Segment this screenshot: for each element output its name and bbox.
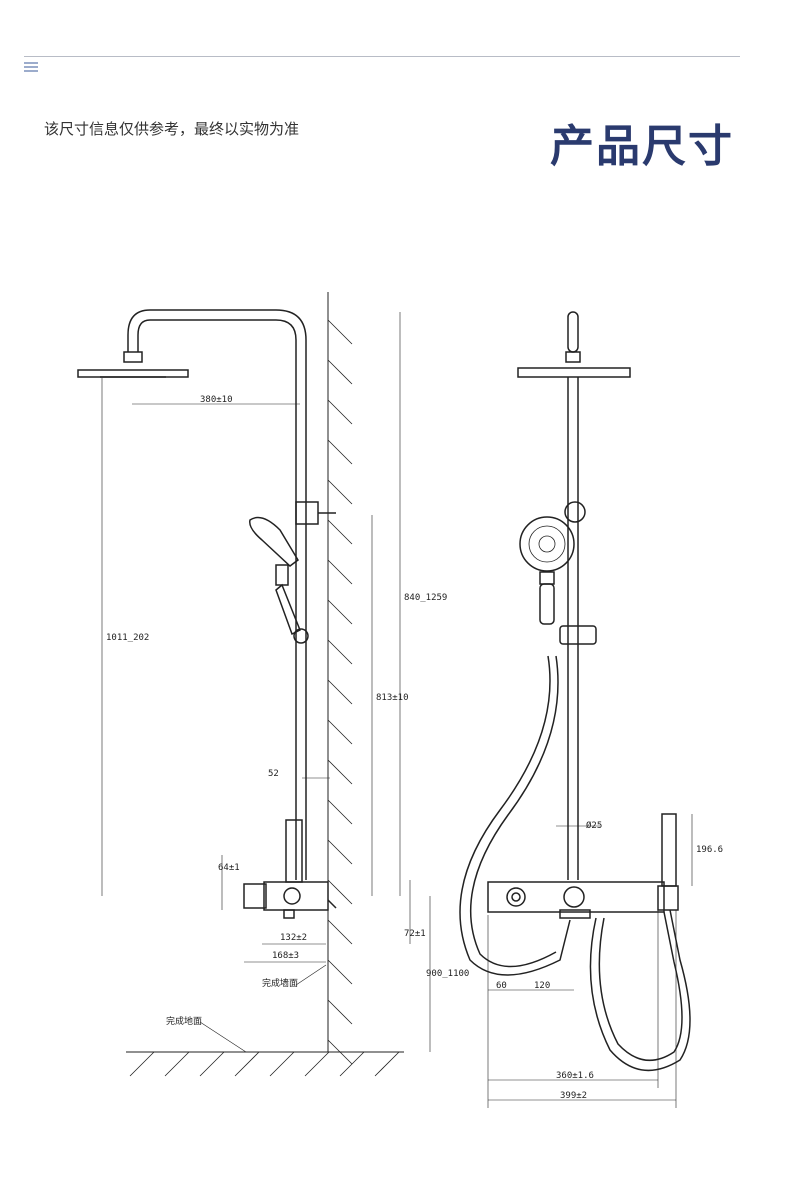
- front-view: [459, 311, 691, 1072]
- dim-center-gap: 120: [534, 981, 550, 991]
- dim-valve-depth: 132±2: [280, 933, 307, 943]
- dim-floor-height: 900_1100: [426, 969, 469, 979]
- page-title: 产品尺寸: [550, 121, 734, 172]
- side-view: [77, 292, 404, 1077]
- dim-width-outer: 399±2: [560, 1091, 587, 1101]
- dim-width-inner: 360±1.6: [556, 1071, 594, 1081]
- floor-hatch: [129, 1051, 400, 1077]
- dim-valve-gap: 72±1: [404, 929, 426, 939]
- dim-slider-height: 813±10: [376, 693, 409, 703]
- wall-hatch: [327, 319, 353, 1065]
- dim-total-height: 1011_202: [106, 633, 149, 643]
- dim-offset: 52: [268, 769, 279, 779]
- dim-pipe-dia: Ø25: [586, 820, 602, 831]
- dim-valve-width: 168±3: [272, 951, 299, 961]
- dim-left-gap: 60: [496, 981, 507, 991]
- label-wall: 完成墙面: [262, 977, 298, 989]
- dim-valve-h: 64±1: [218, 863, 240, 873]
- side-dimensions: [101, 312, 431, 1053]
- dim-hand-h: 196.6: [696, 845, 723, 855]
- menu-icon[interactable]: [24, 62, 38, 72]
- dim-arm-reach: 380±10: [200, 395, 233, 405]
- front-dimensions: [487, 814, 693, 1108]
- top-divider: [24, 56, 740, 57]
- page-subtitle: 该尺寸信息仅供参考，最终以实物为准: [44, 120, 300, 138]
- label-floor: 完成地面: [166, 1015, 202, 1027]
- dim-bar-height: 840_1259: [404, 593, 447, 603]
